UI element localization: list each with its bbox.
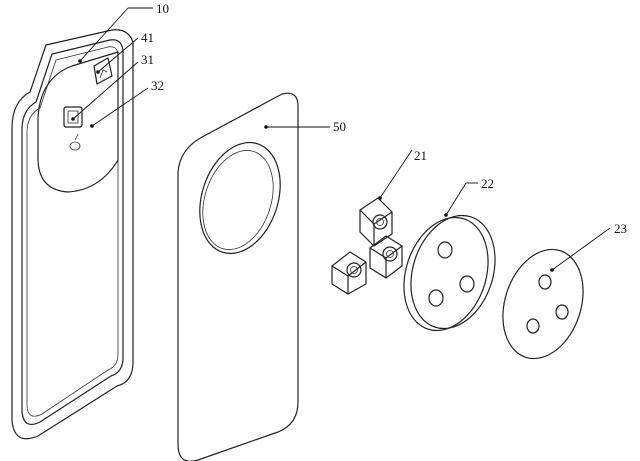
rear-housing-frame (11, 29, 134, 440)
label-31: 31 (141, 52, 154, 67)
window-41 (93, 57, 113, 85)
label-21: 21 (414, 148, 427, 163)
label-32: 32 (151, 78, 164, 93)
camera-modules-21 (331, 197, 403, 295)
back-cover-50 (177, 92, 299, 461)
cover-lens-23 (502, 248, 584, 360)
camera-deco-plate (37, 51, 119, 193)
label-23: 23 (614, 221, 627, 236)
lens-holder-22 (403, 214, 496, 332)
label-22: 22 (481, 176, 494, 191)
label-50: 50 (333, 119, 346, 134)
sensor-module-31 (63, 106, 83, 128)
leader-lines (71, 7, 611, 272)
label-41: 41 (141, 30, 154, 45)
label-10: 10 (156, 1, 169, 16)
